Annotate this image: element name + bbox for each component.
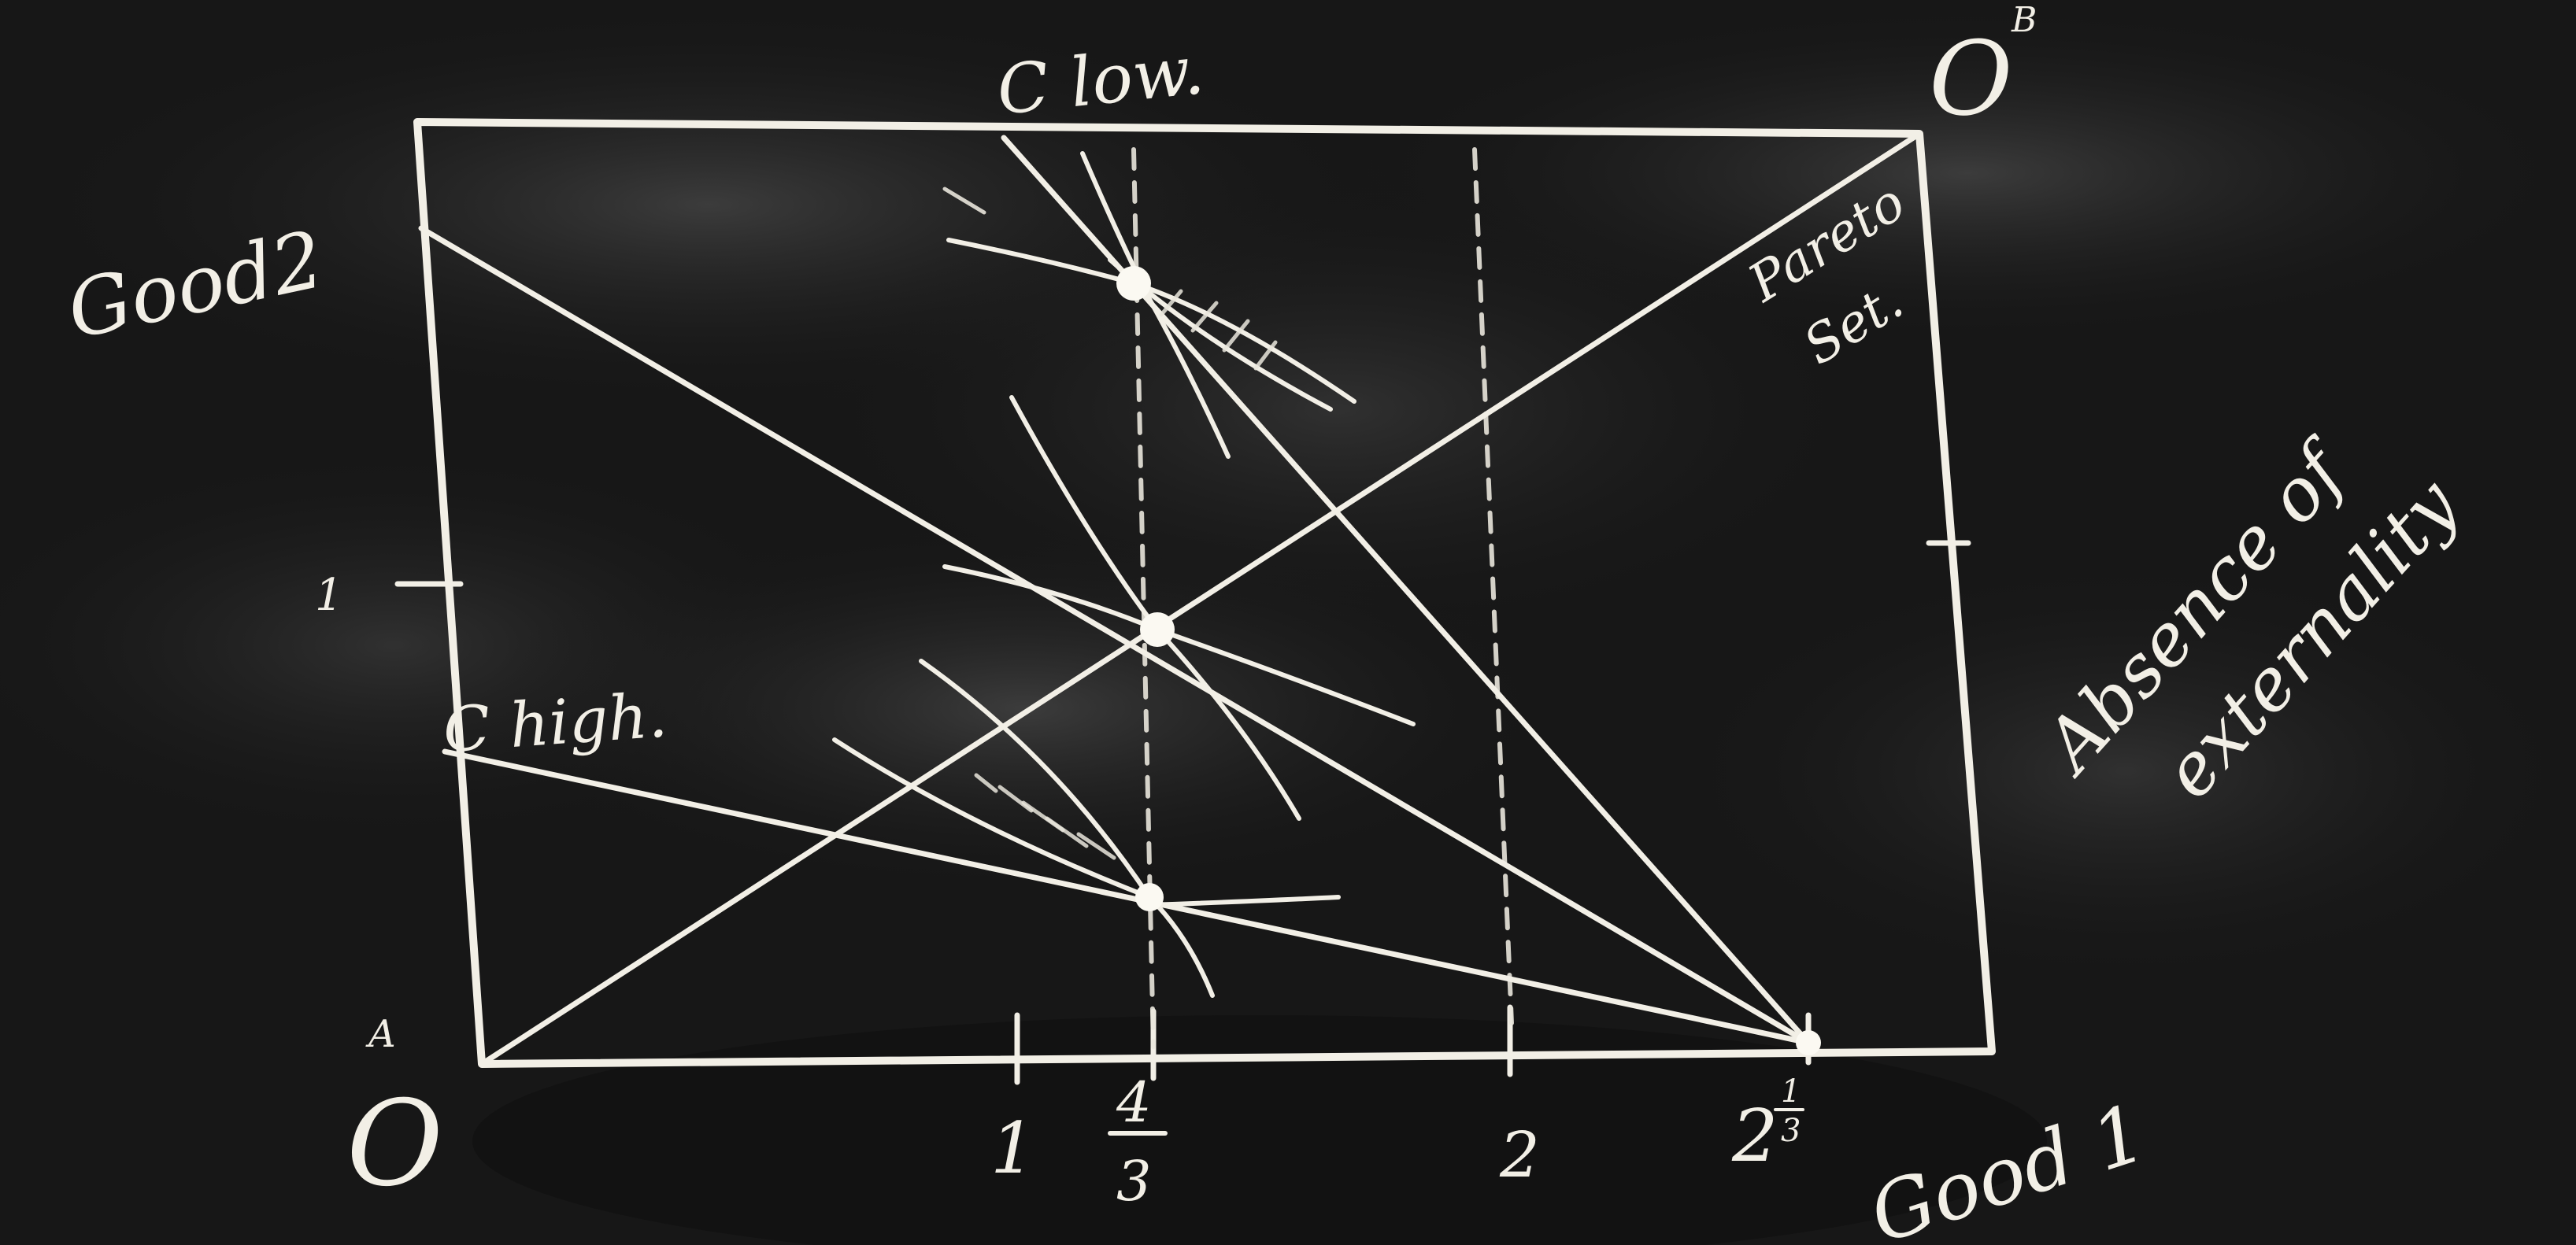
equilibrium-point-top: [1116, 266, 1151, 301]
endowment-point: [1796, 1030, 1821, 1055]
tick-label-1: 1: [990, 1107, 1035, 1190]
equilibrium-point-middle: [1140, 612, 1175, 647]
tick-label-two-third-numerator: 1: [1781, 1073, 1801, 1110]
origin-b-label: O: [1929, 19, 2013, 139]
pareto-set-line: [479, 131, 1923, 1067]
tick-label-two-third-denominator: 3: [1781, 1113, 1801, 1149]
origin-a-label: O: [346, 1076, 443, 1213]
tick-label-2: 2: [1499, 1118, 1540, 1191]
budget-line-mid: [418, 225, 1812, 1046]
equilibrium-point-bottom: [1135, 883, 1164, 911]
tick-label-vertical-1: 1: [315, 570, 343, 621]
hatched-regions: [974, 289, 1278, 860]
origin-b-mark: B: [2011, 0, 2037, 40]
tick-label-four-thirds-denominator: 3: [1116, 1149, 1152, 1214]
budget-line-flat: [442, 748, 1812, 1046]
origin-a-mark: A: [365, 1012, 396, 1056]
tick-label-four-thirds-numerator: 4: [1116, 1070, 1152, 1135]
tick-label-two-third-whole: 2: [1731, 1094, 1778, 1178]
equilibrium-points: [1116, 266, 1821, 1055]
edgeworth-box-frame: [413, 118, 1996, 1068]
label-c-high: C high.: [441, 680, 669, 767]
